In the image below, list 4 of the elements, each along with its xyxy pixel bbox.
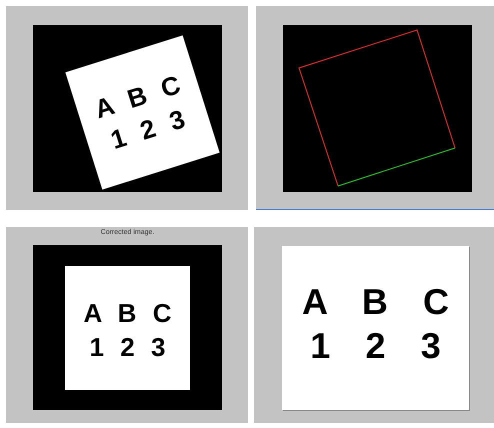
letter-row-text: A B C	[300, 284, 450, 320]
digit-row-text: 1 2 3	[88, 334, 167, 360]
digit-row-text: 1 2 3	[309, 328, 442, 364]
letter-row-text: A B C	[82, 300, 172, 326]
